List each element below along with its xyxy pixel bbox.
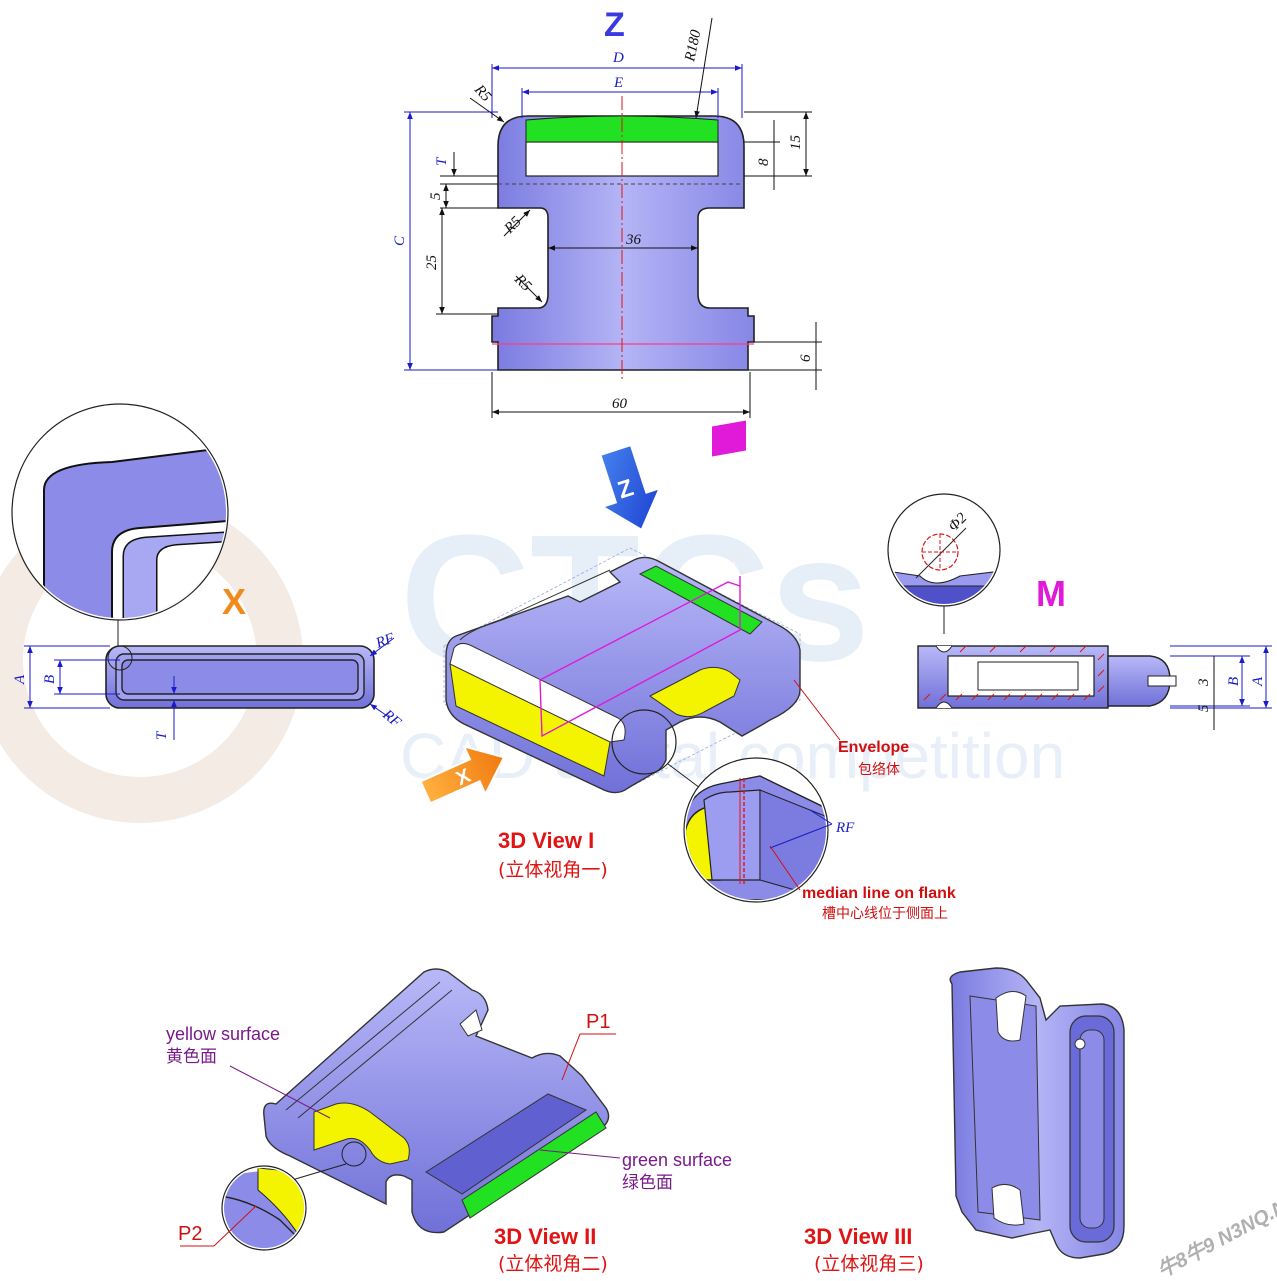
view3-right-opening xyxy=(1079,1029,1105,1229)
dim-a-m-label: A xyxy=(1250,676,1266,687)
dim-b-m-label: B xyxy=(1226,677,1242,686)
x-detail-content xyxy=(43,444,226,618)
dim-rf-top-leader xyxy=(369,637,395,657)
median-line-detail: RF median line on flank 槽中心线位于侧面上 xyxy=(683,757,956,922)
m-view-tab-slot xyxy=(1147,675,1177,687)
envelope-label-cn: 包络体 xyxy=(858,762,900,778)
view-z-label: Z xyxy=(604,6,625,44)
green-surface-label-cn: 绿色面 xyxy=(622,1173,673,1193)
envelope-leader xyxy=(793,679,841,741)
rf-detail-leader-2 xyxy=(769,823,833,849)
p1-leader xyxy=(561,1033,616,1081)
dim-r5-top-leader xyxy=(469,97,505,123)
3d-view-1: M Envelope 包络体 X 3D View I (立体视角一) xyxy=(419,420,909,881)
section-view-m: Φ2 M A B 3 5 xyxy=(887,493,1272,730)
x-view-detail-marker xyxy=(107,645,133,671)
dim-3-label: 3 xyxy=(1196,679,1212,688)
dim-r5-mid-leader xyxy=(503,209,531,237)
dim-60-label: 60 xyxy=(612,396,628,412)
dim-e-label: E xyxy=(613,75,623,91)
dim-c-label: C xyxy=(392,235,408,246)
dim-t-label: T xyxy=(434,156,450,166)
dim-rf-top-label: RF xyxy=(373,630,397,652)
corner-watermark: 牛8牛9 N3NQ.NET xyxy=(1154,1182,1277,1281)
view2-top-rail xyxy=(285,981,453,1119)
view1-top-rail xyxy=(459,569,611,641)
view2-yellow-surface xyxy=(313,1102,410,1165)
view1-green-surface xyxy=(638,565,763,635)
dim-8-label: 8 xyxy=(756,158,772,166)
view1-detail-circle xyxy=(611,709,677,775)
view2-green-surface xyxy=(461,1111,607,1219)
p2-leader xyxy=(180,1205,257,1247)
m-view-notch-top xyxy=(935,645,953,653)
dim-36-label: 36 xyxy=(625,232,642,248)
x-view-inner2 xyxy=(121,659,359,695)
view3-subtitle: (立体视角三) xyxy=(814,1253,924,1275)
view1-m-flag-label: M xyxy=(718,558,736,583)
dim-6-label: 6 xyxy=(798,354,814,362)
median-label-cn: 槽中心线位于侧面上 xyxy=(822,906,948,922)
yellow-surface-label-cn: 黄色面 xyxy=(166,1047,217,1067)
view-x-label: X xyxy=(222,581,246,622)
view2-title: 3D View II xyxy=(494,1224,596,1249)
dim-25-label: 25 xyxy=(424,255,440,271)
dim-r180-leader xyxy=(694,17,713,119)
3d-view-2: yellow surface 黄色面 green surface 绿色面 P1 … xyxy=(166,968,732,1275)
z-direction-arrow: Z xyxy=(599,443,662,532)
view2-subtitle: (立体视角二) xyxy=(498,1253,608,1275)
yellow-surface-label: yellow surface xyxy=(166,1024,280,1044)
green-surface-label: green surface xyxy=(622,1150,732,1170)
dim-5-label: 5 xyxy=(428,192,444,200)
median-label: median line on flank xyxy=(802,885,956,902)
view1-title: 3D View I xyxy=(498,828,594,853)
median-leader xyxy=(769,845,801,891)
dim-t-x-label: T xyxy=(154,730,170,740)
dim-r5-mid-label: R5 xyxy=(501,213,525,237)
dim-rf-bot-leader xyxy=(369,703,391,719)
dim-d-label: D xyxy=(612,50,624,66)
dim-a-label: A xyxy=(12,674,28,685)
dim-b-label: B xyxy=(42,675,58,684)
3d-view-3: 3D View III (立体视角三) xyxy=(804,967,1125,1275)
view1-subtitle: (立体视角一) xyxy=(498,859,608,881)
view1-median-plane xyxy=(539,581,741,738)
section-view-x: X A B T RF RF xyxy=(11,403,404,740)
envelope-label: Envelope xyxy=(838,739,909,756)
view-m-label: M xyxy=(1036,573,1066,614)
view2-p2-marker xyxy=(341,1141,367,1167)
view3-top-hole xyxy=(995,991,1027,1042)
dim-r5-top-label: R5 xyxy=(470,81,494,105)
view1-side-cutout xyxy=(649,666,741,718)
yellow-surface-leader xyxy=(229,1065,331,1119)
view2-side-notch xyxy=(459,1009,483,1037)
p1-label: P1 xyxy=(586,1011,610,1033)
m-view-hatch xyxy=(923,645,1105,701)
green-surface-leader xyxy=(539,1149,621,1159)
dim-15-label: 15 xyxy=(788,135,804,151)
view1-m-flag xyxy=(712,420,746,457)
dim-r180-label: R180 xyxy=(682,28,705,64)
view1-front-opening xyxy=(449,642,626,743)
dim-5-m-label: 5 xyxy=(1196,704,1212,712)
dim-r5-low-leader xyxy=(515,275,543,303)
rf-detail-leader-1 xyxy=(809,809,833,825)
p2-detail-leader xyxy=(291,1163,347,1181)
p2-label: P2 xyxy=(178,1223,202,1245)
top-view-z: Z D E R180 R5 C 15 8 T xyxy=(392,6,822,418)
x-direction-arrow: X xyxy=(419,745,506,805)
view3-title: 3D View III xyxy=(804,1224,912,1249)
envelope-box xyxy=(443,547,801,791)
rf-detail-label: RF xyxy=(835,820,855,836)
m-view-notch-bot xyxy=(935,701,953,709)
m-view-inner-rib xyxy=(977,661,1079,691)
view2-slot-dark xyxy=(425,1093,588,1195)
view3-bottom-hole xyxy=(991,1184,1025,1226)
view3-pin-hole xyxy=(1074,1038,1086,1050)
